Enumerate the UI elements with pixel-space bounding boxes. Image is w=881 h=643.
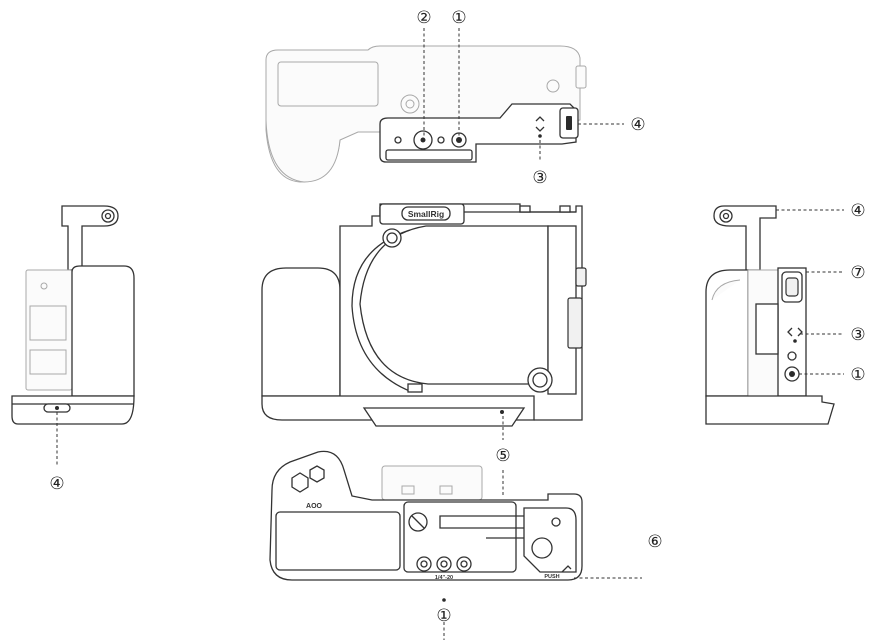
callout-right-7: ⑦ — [850, 263, 865, 283]
right-view-grip-contour — [711, 279, 741, 301]
right-view-lever-inner — [785, 277, 799, 297]
bottom-view-push-arrow-icon — [561, 565, 572, 573]
front-view-screw-bottom-inner — [532, 372, 548, 388]
bottom-view-rail-ghost-slot-a — [401, 485, 415, 495]
left-view-grip — [71, 265, 135, 397]
right-view-marker-dot — [793, 339, 797, 343]
front-view-grip — [261, 267, 341, 397]
right-view-threaded-hole-center — [789, 371, 795, 377]
callout-center-5: ⑤ — [495, 446, 510, 466]
bottom-view-hole-c — [456, 556, 472, 572]
callout-top-2: ② — [416, 8, 431, 28]
right-side-view: ④ ⑦ ③ ① — [705, 201, 866, 425]
left-view-port — [29, 349, 67, 375]
front-view-logo-plate — [401, 206, 451, 221]
top-view-cold-shoe-screw-center — [420, 137, 426, 143]
bottom-view-hole-b — [436, 556, 452, 572]
front-view-screw-top — [382, 228, 402, 248]
bottom-view-marker-dot — [442, 598, 446, 602]
left-view-handle-screw-center — [104, 212, 112, 220]
top-view-cold-shoe-screw — [413, 130, 433, 150]
left-view-handle-screw — [101, 209, 115, 223]
front-view-brand-logo: SmallRig — [408, 209, 444, 219]
left-view-top-handle — [61, 205, 119, 271]
front-view-clip — [407, 383, 423, 393]
top-view-dial — [546, 79, 560, 93]
bottom-view-hole-a-inner — [420, 560, 428, 568]
top-view: ② ① ③ ④ — [265, 8, 646, 188]
callout-right-1: ① — [850, 365, 865, 385]
bottom-view-center-plate — [403, 501, 517, 573]
left-view-strap-lug — [40, 282, 48, 290]
bottom-view-hole-c-inner — [460, 560, 468, 568]
front-view-base-dovetail — [362, 407, 526, 427]
callout-top-4: ④ — [630, 115, 645, 135]
front-view-arc — [351, 229, 413, 393]
callout-left-4: ④ — [49, 474, 64, 494]
callout-bottom-6: ⑥ — [647, 532, 662, 552]
bottom-view-screw-marking: 1/4"-20 — [435, 575, 453, 581]
right-view-base — [705, 395, 835, 425]
front-view-screw-bottom — [527, 367, 553, 393]
top-view-lever-grip — [566, 116, 572, 130]
front-view-screw-top-inner — [386, 232, 398, 244]
top-view-shutter-button — [405, 99, 415, 109]
top-view-threaded-hole-center — [456, 137, 462, 143]
bottom-view-release-plate — [523, 507, 577, 573]
right-view-arrows-icon — [787, 327, 803, 337]
front-view-notch-b — [559, 205, 571, 213]
bottom-view-rail-ghost-slot-b — [439, 485, 453, 495]
right-view-slot — [755, 303, 779, 355]
bottom-view-hole-a — [416, 556, 432, 572]
callout-top-3: ③ — [532, 168, 547, 188]
bottom-view-hex-screw-b — [309, 465, 325, 483]
bottom-view-release-hole — [551, 517, 561, 527]
right-view-handle-screw — [719, 209, 733, 223]
top-view-marker-dot — [538, 134, 542, 138]
right-view-handle-screw-center — [722, 212, 730, 220]
top-view-arrows-icon — [535, 116, 545, 132]
bottom-view-left-pocket — [275, 511, 401, 571]
right-view-small-hole — [787, 351, 797, 361]
top-view-panel — [277, 61, 379, 107]
callout-right-3: ③ — [850, 325, 865, 345]
left-view-slot-dot — [55, 406, 59, 410]
bottom-view-rail-ghost — [381, 465, 483, 501]
left-view-base — [11, 395, 135, 425]
bottom-view-release-knob — [531, 537, 553, 559]
bottom-view: AOO 1/4"-20 PUSH ⑥ ① — [269, 450, 663, 640]
bottom-view-push-marking: PUSH — [544, 574, 559, 580]
callout-bottom-1: ① — [436, 606, 451, 626]
front-view-side-knob — [575, 267, 587, 287]
bottom-view-hole-b-inner — [440, 560, 448, 568]
top-view-grip — [265, 119, 341, 183]
bottom-view-hex-screw-a — [291, 472, 309, 493]
bottom-view-center-screw-slot — [411, 515, 425, 529]
front-view-side-slot — [567, 297, 583, 349]
callout-top-1: ① — [451, 8, 466, 28]
front-view-notch-a — [519, 205, 531, 213]
top-view-side-knob — [575, 65, 587, 89]
front-view-base-dot — [500, 410, 504, 414]
top-view-locating-hole-a — [394, 136, 402, 144]
left-side-view: ④ — [11, 205, 135, 494]
top-view-locating-hole-b — [437, 136, 445, 144]
bottom-view-model-marking: AOO — [306, 503, 323, 510]
front-view: SmallRig ⑤ — [261, 203, 587, 466]
left-view-door — [29, 305, 67, 341]
top-view-rail — [385, 149, 473, 161]
callout-right-4: ④ — [850, 201, 865, 221]
